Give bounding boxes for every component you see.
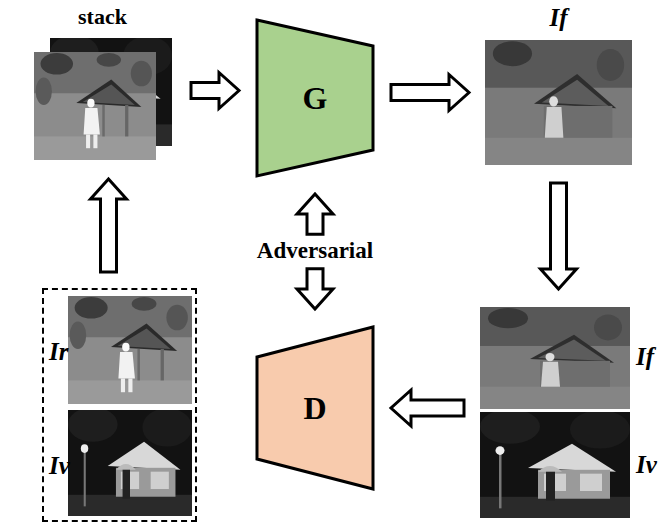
infrared-image [68,296,192,404]
network-block: D [255,325,375,491]
block-arrow [297,194,333,234]
group-title: stack [78,4,127,29]
image-label: Iv [636,451,657,480]
image-label: Iv [49,452,70,481]
flow-arrow [391,75,469,111]
trapezoid-outline [257,20,373,176]
infrared-image [34,52,156,160]
block-arrow [391,390,464,426]
fused-image [485,40,632,165]
flow-arrow [91,179,127,272]
flow-arrow [541,183,577,289]
image-label: If [636,343,654,372]
flow-arrow [191,73,239,109]
image-label: Ir [49,338,68,367]
trapezoid-outline [257,327,373,489]
block-arrow [297,269,333,309]
visible-image [480,409,630,518]
image-panel: If [485,4,632,167]
image-panel: IfIv [480,305,666,522]
image-panel: stack [30,4,175,163]
block-arrow [541,183,577,289]
input-group: IrIv [42,288,197,522]
block-arrow [91,179,127,272]
edge-label: Adversarial [254,238,376,264]
flow-arrow [391,390,464,426]
network-block: G [255,18,375,178]
block-arrow [191,73,239,109]
image-label: If [549,4,567,33]
fused-image [480,307,630,409]
visible-image [68,407,192,516]
block-arrow [391,75,469,111]
block-name: G [303,80,328,117]
block-name: D [303,390,326,427]
